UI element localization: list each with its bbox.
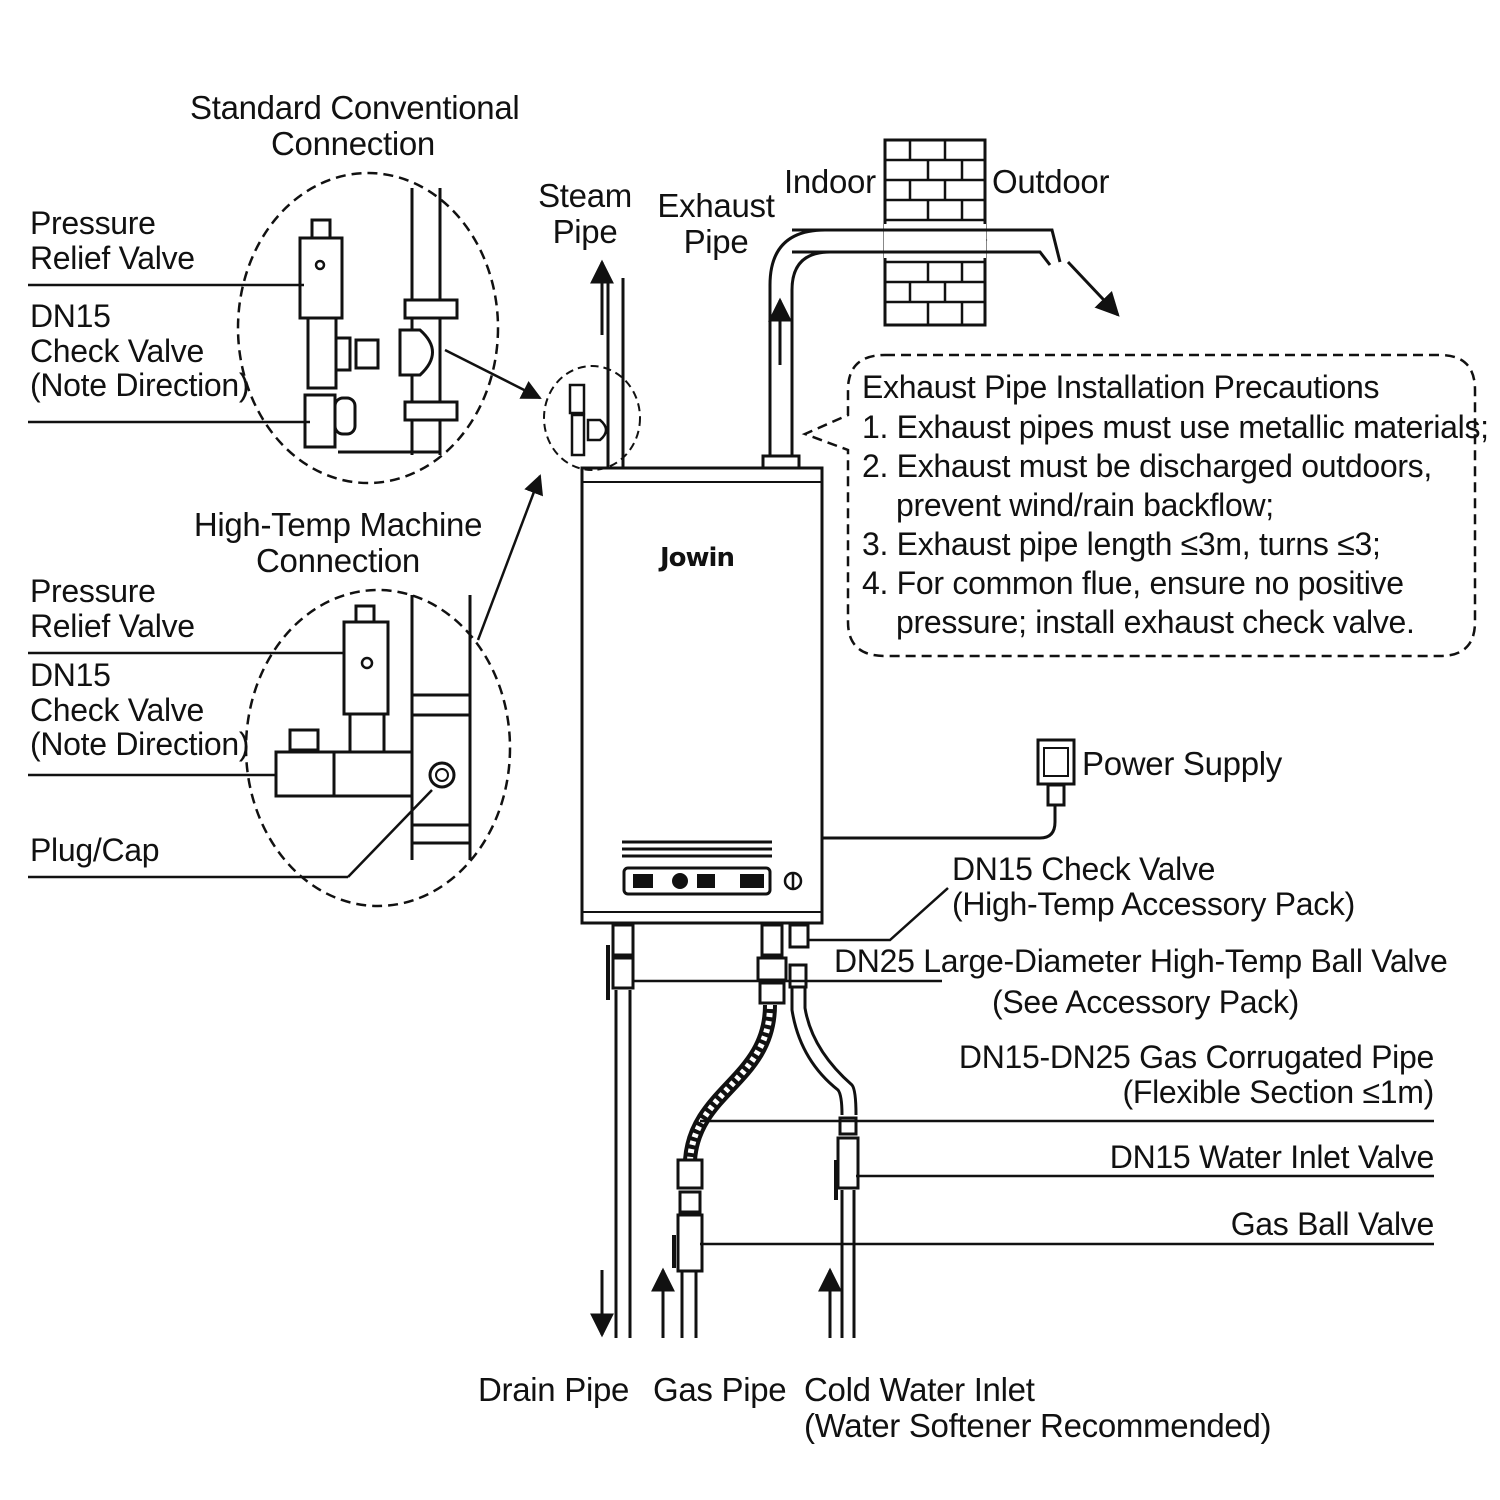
indoor-label: Indoor: [784, 163, 876, 200]
brick-wall: [792, 138, 1052, 327]
standard-pressure-relief-valve-label: Pressure Relief Valve: [30, 205, 195, 276]
boiler-unit: [580, 466, 824, 925]
gas-ball-valve-label: Gas Ball Valve: [1230, 1206, 1435, 1242]
brand-logo: Jowin: [660, 543, 735, 573]
standard-connection-title: Standard Conventional Connection: [190, 89, 520, 162]
hightemp-connection-detail: [28, 588, 512, 908]
outdoor-label: Outdoor: [992, 163, 1110, 200]
precautions-title: Exhaust Pipe Installation Precautions: [862, 369, 1380, 405]
power-supply-label: Power Supply: [1082, 745, 1283, 782]
precaution-item-4: 4. For common flue, ensure no positive: [862, 565, 1404, 601]
precaution-item-2-cont: prevent wind/rain backflow;: [896, 487, 1274, 523]
power-supply-unit: [822, 738, 1076, 840]
precaution-item-3: 3. Exhaust pipe length ≤3m, turns ≤3;: [862, 526, 1381, 562]
water-inlet-valve-label: DN15 Water Inlet Valve: [1109, 1139, 1435, 1175]
steam-pipe-label: Steam Pipe: [538, 177, 632, 250]
drain-pipe-label: Drain Pipe: [478, 1371, 630, 1408]
dn25-ball-valve-note: (See Accessory Pack): [992, 984, 1300, 1020]
exhaust-pipe-label: Exhaust Pipe: [657, 187, 775, 260]
bottom-piping: [590, 923, 860, 1338]
hightemp-pressure-relief-valve-label: Pressure Relief Valve: [30, 573, 195, 644]
standard-check-valve-label: DN15 Check Valve (Note Direction): [30, 298, 250, 404]
precautions-callout: [801, 353, 1477, 658]
leader-lines: [632, 887, 1434, 1246]
precaution-item-4-cont: pressure; install exhaust check valve.: [896, 604, 1415, 640]
precaution-item-2: 2. Exhaust must be discharged outdoors,: [862, 448, 1432, 484]
plug-cap-label: Plug/Cap: [30, 832, 160, 868]
hightemp-check-valve-label: DN15 Check Valve (Note Direction): [30, 657, 250, 763]
gas-corrugated-pipe-label: DN15-DN25 Gas Corrugated Pipe (Flexible …: [958, 1039, 1434, 1110]
steam-pipe: [590, 259, 625, 468]
dn25-ball-valve-label: DN25 Large-Diameter High-Temp Ball Valve: [834, 943, 1448, 979]
standard-connection-detail: [28, 171, 500, 485]
top-connection-callout: [444, 348, 641, 641]
cold-water-inlet-label: Cold Water Inlet (Water Softener Recomme…: [804, 1371, 1272, 1444]
gas-pipe-label: Gas Pipe: [653, 1371, 787, 1408]
precaution-item-1: 1. Exhaust pipes must use metallic mater…: [862, 409, 1489, 445]
hightemp-connection-title: High-Temp Machine Connection: [193, 506, 483, 579]
dn15-check-valve-label: DN15 Check Valve (High-Temp Accessory Pa…: [952, 851, 1355, 922]
